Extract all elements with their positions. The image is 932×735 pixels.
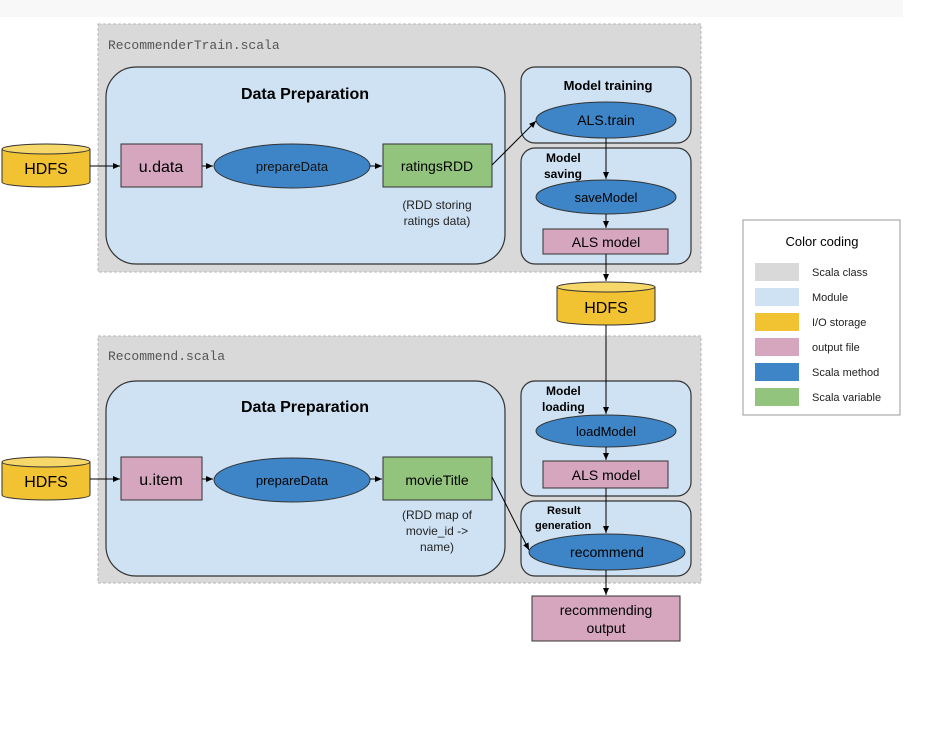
legend-label: Scala class: [812, 267, 868, 279]
module-title: Model: [546, 151, 581, 165]
legend-label: I/O storage: [812, 317, 866, 329]
module-title: Model: [546, 384, 581, 398]
file-label: recommending: [560, 602, 653, 618]
legend-label: Module: [812, 292, 848, 304]
storage-label: HDFS: [24, 161, 68, 178]
als-model-file[interactable]: [542, 460, 669, 489]
module-title: generation: [535, 520, 592, 532]
variable-label: ratingsRDD: [401, 158, 473, 174]
file-label: ALS model: [572, 234, 640, 250]
recommending-output-file[interactable]: recommending output: [531, 595, 681, 642]
input-file-u-item[interactable]: [120, 456, 203, 501]
file-label: output: [587, 620, 626, 636]
prepare-data-method[interactable]: [213, 457, 371, 503]
variable-note: (RDD map of: [402, 508, 473, 522]
hdfs-storage-model[interactable]: HDFS: [556, 281, 656, 326]
module-title: loading: [542, 400, 585, 414]
legend-swatch: [755, 263, 799, 281]
module-title: Model training: [564, 78, 653, 93]
connectors: [90, 120, 609, 595]
variable-note: movie_id ->: [406, 524, 468, 538]
storage-label: HDFS: [584, 300, 628, 317]
arrow: [491, 120, 537, 166]
input-file-label: u.data: [139, 159, 184, 176]
hdfs-storage-train-input[interactable]: HDFS: [1, 143, 91, 188]
input-file-u-data[interactable]: [120, 143, 203, 188]
method-label: prepareData: [256, 159, 329, 174]
variable-label: movieTitle: [405, 472, 468, 488]
variable-note: (RDD storing: [402, 198, 471, 212]
module-title: saving: [544, 167, 582, 181]
legend-label: output file: [812, 342, 860, 354]
method-label: recommend: [570, 544, 644, 560]
class-name-label: Recommend.scala: [108, 349, 225, 364]
module-title: Result: [547, 505, 581, 517]
hdfs-storage-recommend-input[interactable]: HDFS: [1, 456, 91, 501]
method-label: prepareData: [256, 473, 329, 488]
legend-swatch: [755, 338, 799, 356]
class-recommender-train: RecommenderTrain.scala Data Preparation …: [97, 23, 702, 273]
legend-swatch: [755, 313, 799, 331]
method-label: ALS.train: [577, 112, 635, 128]
legend-swatch: [755, 363, 799, 381]
legend-title: Color coding: [786, 234, 859, 249]
module-title: Data Preparation: [241, 399, 369, 416]
variable-note: ratings data): [404, 214, 471, 228]
module-title: Data Preparation: [241, 86, 369, 103]
class-name-label: RecommenderTrain.scala: [108, 38, 280, 53]
legend-swatch: [755, 388, 799, 406]
file-label: ALS model: [572, 467, 640, 483]
legend-label: Scala variable: [812, 392, 881, 404]
recommend-method[interactable]: [528, 533, 686, 571]
method-label: loadModel: [576, 424, 636, 439]
method-label: saveModel: [575, 190, 638, 205]
legend-label: Scala method: [812, 367, 879, 379]
storage-label: HDFS: [24, 474, 68, 491]
class-recommend: Recommend.scala Data Preparation u.item …: [97, 335, 702, 584]
als-model-file[interactable]: [542, 228, 669, 255]
arrow: [491, 476, 530, 551]
variable-ratings-rdd[interactable]: [382, 143, 493, 188]
variable-note: name): [420, 540, 454, 554]
input-file-label: u.item: [139, 472, 183, 489]
variable-movie-title[interactable]: [382, 456, 493, 501]
legend-swatch: [755, 288, 799, 306]
top-band: [0, 0, 903, 17]
